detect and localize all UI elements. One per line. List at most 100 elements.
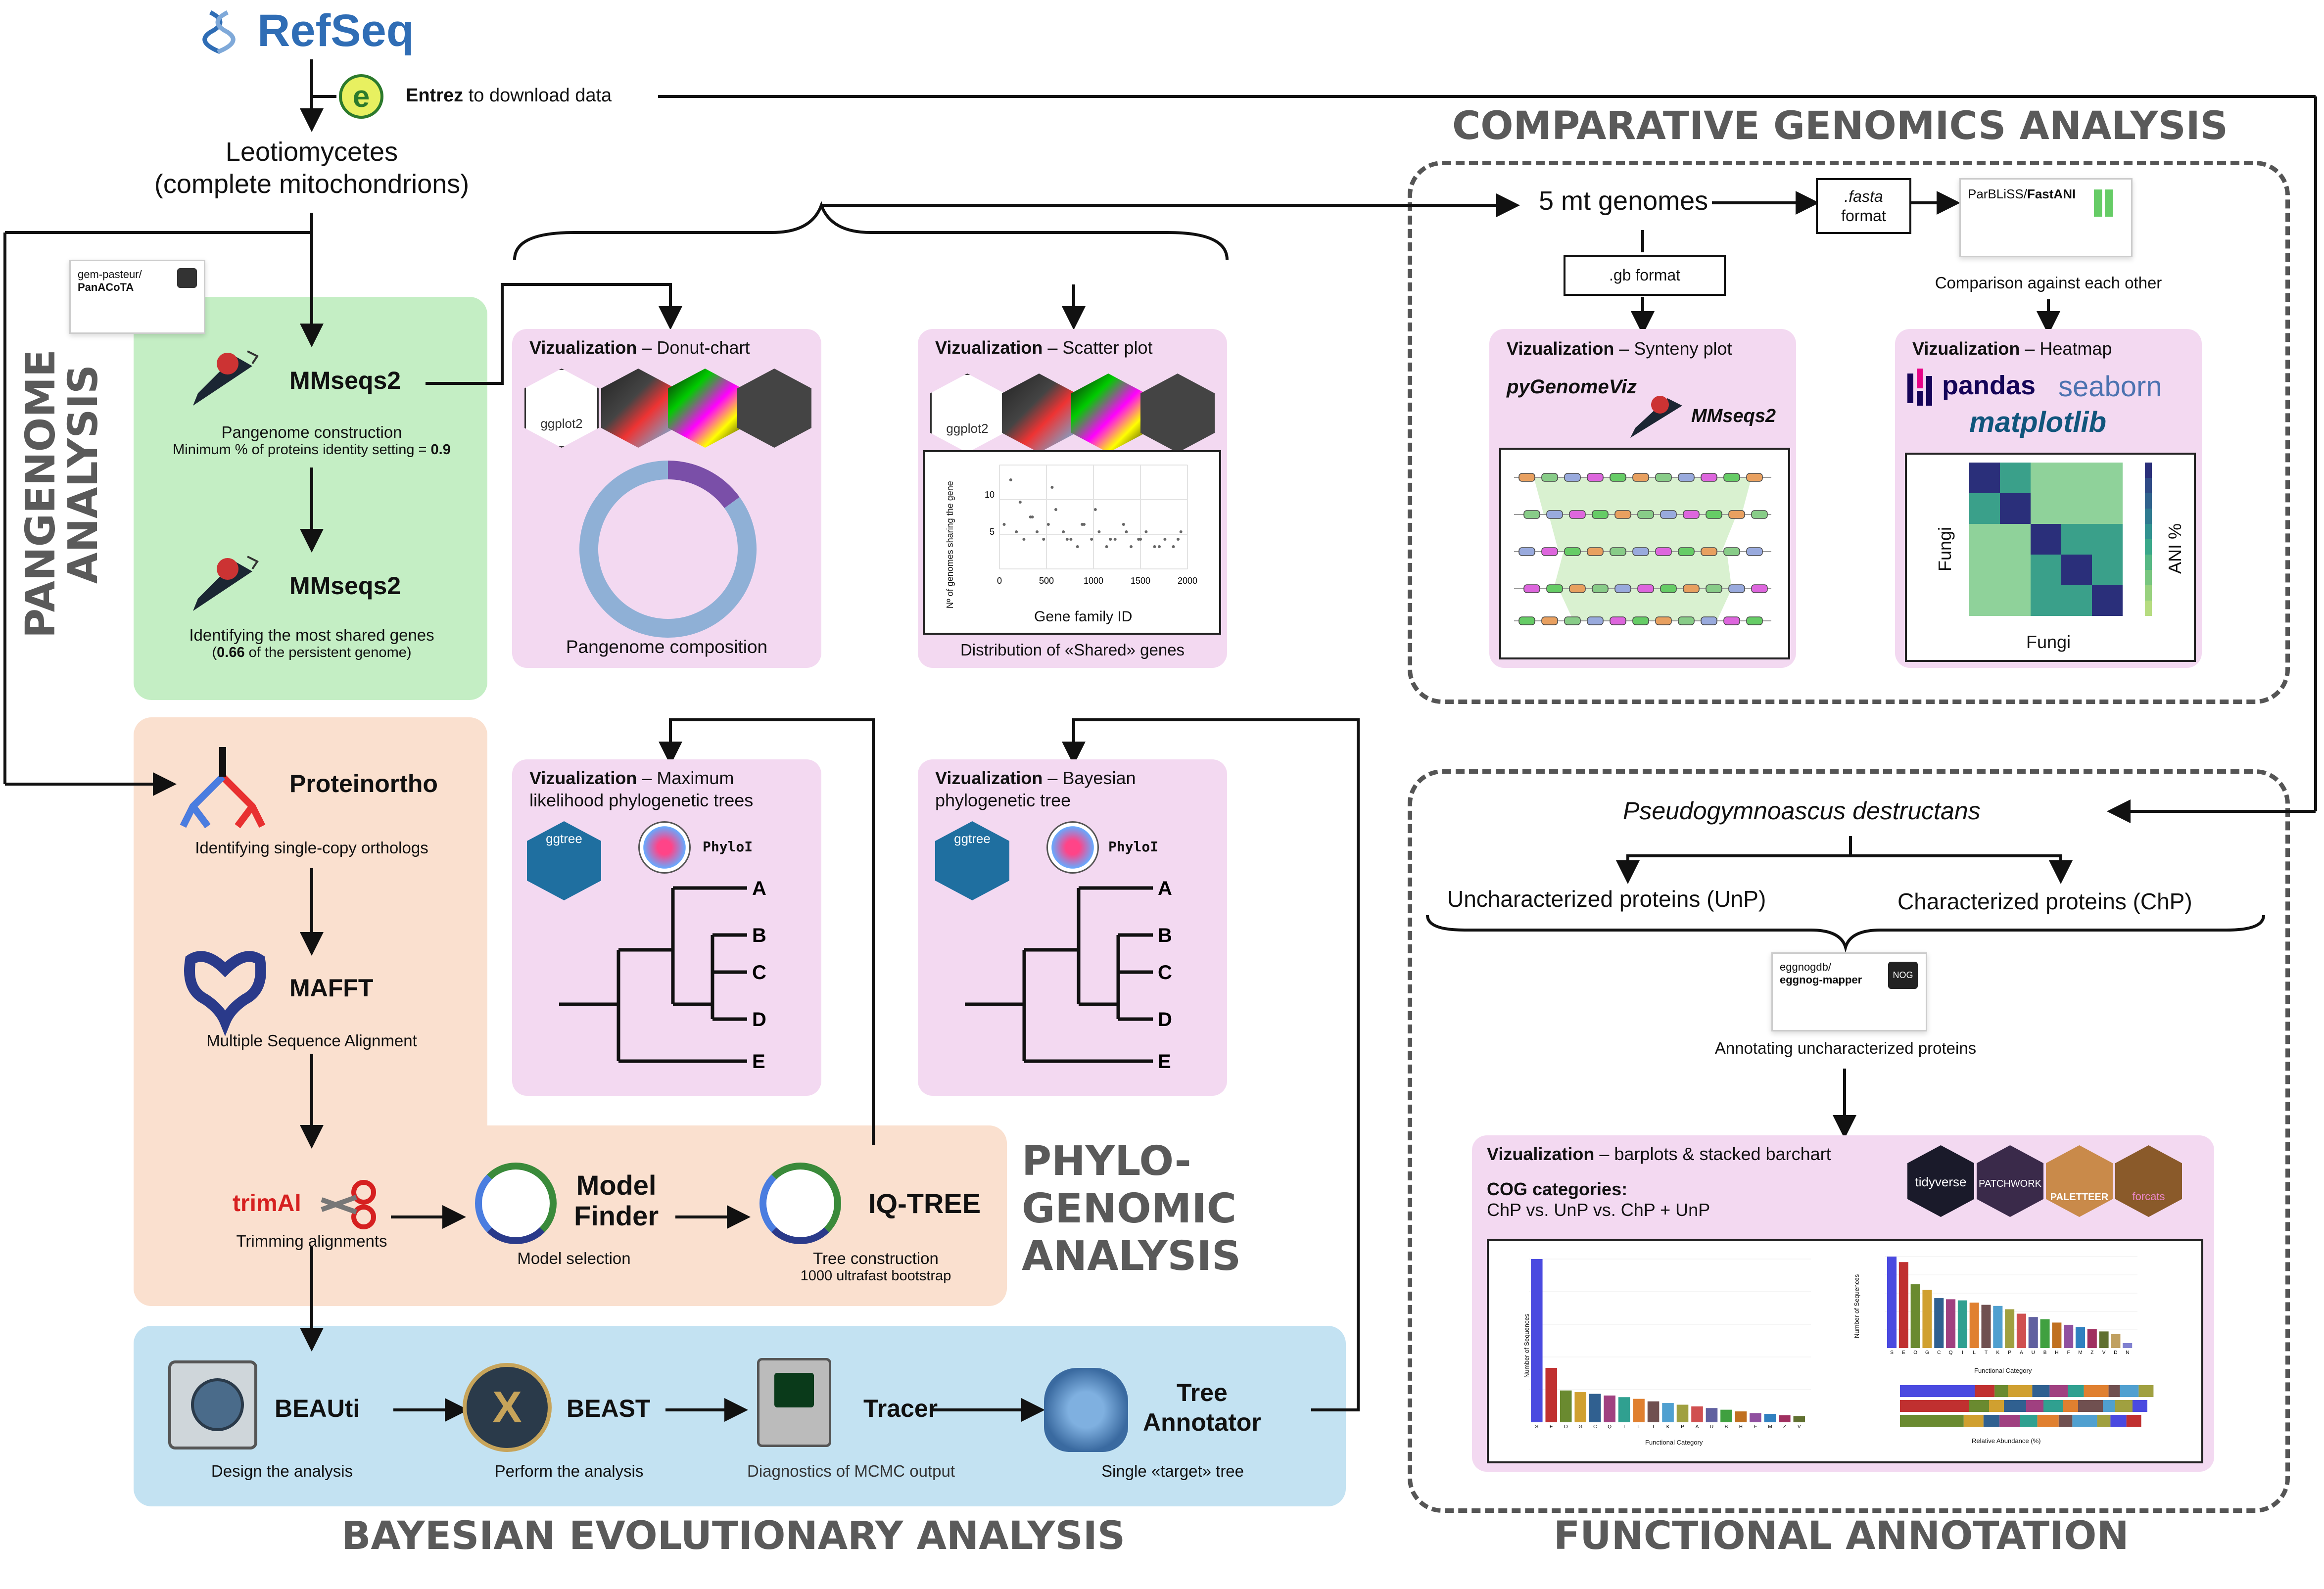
synteny-gene	[1751, 584, 1768, 593]
scatter-xtick: 0	[997, 576, 1002, 586]
cog-left-ylabel: Number of Sequences	[1523, 1313, 1530, 1378]
synteny-viz-label: Vizualization – Synteny plot	[1507, 338, 1732, 359]
scatter-ytick: 10	[985, 490, 995, 500]
panacota-repo-card[interactable]: gem-pasteur/ PanACoTA	[69, 260, 205, 334]
bar	[1750, 1413, 1761, 1422]
gb-format-box: .gb format	[1564, 255, 1726, 296]
tree-tip-label: B	[752, 925, 766, 946]
heatmap-cell	[1969, 493, 2000, 524]
scatter-point	[1144, 530, 1148, 533]
synteny-gene	[1678, 616, 1695, 625]
scatter-point	[1018, 501, 1022, 504]
scatter-point	[1062, 530, 1065, 533]
mmseqs2-rocket-icon	[188, 346, 262, 411]
bar-xtick: E	[1550, 1424, 1553, 1430]
synteny-gene	[1701, 473, 1717, 482]
heatmap-cell	[2031, 555, 2061, 585]
heatmap-cell	[2061, 493, 2092, 524]
stack-segment	[2078, 1400, 2103, 1412]
stack-segment	[1999, 1415, 2020, 1427]
scatter-point	[1065, 538, 1069, 541]
stack-segment	[2115, 1400, 2133, 1412]
bar	[2099, 1331, 2109, 1348]
stack-segment	[1969, 1400, 1989, 1412]
patchwork-hex-icon: PATCHWORK	[1977, 1145, 2043, 1217]
bar	[1633, 1399, 1645, 1422]
bar	[1764, 1414, 1776, 1422]
synteny-gene	[1592, 584, 1609, 593]
heatmap-cell	[2000, 493, 2031, 524]
bar	[1993, 1306, 2003, 1348]
cog-subtitle: ChP vs. UnP vs. ChP + UnP	[1487, 1200, 1710, 1220]
fastani-card-name: FastANI	[2027, 187, 2076, 201]
panacota-card-title: gem-pasteur/	[78, 268, 142, 280]
entrez-icon: e	[339, 74, 383, 119]
bar-xtick: Q	[1949, 1350, 1953, 1355]
beast-label: BEAST	[567, 1395, 651, 1422]
scatter-caption: Distribution of «Shared» genes	[960, 641, 1185, 659]
heatmap-cell	[2092, 585, 2123, 616]
stack-segment	[1963, 1415, 1984, 1427]
fastani-repo-card[interactable]: ParBLiSS/FastANI	[1959, 178, 2133, 257]
rainbow-hex-icon	[668, 369, 742, 448]
bar-xtick: M	[1768, 1424, 1772, 1430]
bar	[1981, 1305, 1991, 1348]
synteny-gene	[1569, 510, 1586, 519]
stack-segment	[2037, 1415, 2059, 1427]
bar	[1560, 1390, 1572, 1422]
mmseqs2-rocket-icon-3	[1628, 391, 1687, 440]
bar	[1910, 1284, 1920, 1348]
scatter-point	[1097, 530, 1101, 533]
panacota-card-name: PanACoTA	[78, 281, 134, 293]
mafft-caption: Multiple Sequence Alignment	[206, 1031, 417, 1050]
trimal-caption: Trimming alignments	[236, 1232, 387, 1250]
synteny-link	[1534, 477, 1752, 514]
bar	[2087, 1329, 2097, 1348]
bar	[2064, 1324, 2074, 1348]
synteny-gene	[1678, 473, 1695, 482]
bar	[2075, 1327, 2085, 1348]
eggnog-repo-card[interactable]: eggnogdb/ eggnog-mapper NOG	[1771, 952, 1927, 1031]
cog-stacked-barchart	[1900, 1385, 2154, 1427]
bar-xtick: P	[2008, 1350, 2011, 1355]
ml-tree-viz-label: Vizualization – Maximum likelihood phylo…	[529, 768, 754, 810]
heatmap-cell	[2031, 493, 2061, 524]
heatmap-cbar-label: ANI %	[2165, 523, 2185, 574]
bar	[1706, 1408, 1718, 1422]
heatmap-colorbar	[2145, 555, 2152, 570]
synteny-gene	[1541, 473, 1558, 482]
tree-tip-label: A	[1158, 878, 1172, 899]
synteny-gene	[1660, 510, 1677, 519]
synteny-gene	[1655, 473, 1672, 482]
treeannotator-caption: Single «target» tree	[1101, 1462, 1244, 1480]
synteny-gene	[1610, 473, 1626, 482]
heatmap-cell	[2061, 585, 2092, 616]
cog-viz-label: Vizualization – barplots & stacked barch…	[1487, 1144, 1831, 1164]
tree-tip-label: D	[752, 1009, 766, 1030]
heatmap-colorbar	[2145, 463, 2152, 478]
bar	[1545, 1368, 1558, 1422]
bar	[1887, 1257, 1897, 1348]
bar	[1735, 1411, 1747, 1422]
paletteer-hex-icon: PALETTEER	[2046, 1145, 2113, 1217]
heatmap-cell	[1969, 585, 2000, 616]
bar	[1957, 1300, 1967, 1348]
synteny-gene	[1683, 510, 1700, 519]
proteinortho-icon	[180, 747, 266, 829]
synteny-gene	[1746, 473, 1763, 482]
synteny-gene	[1587, 547, 1604, 556]
heatmap-cell	[2000, 463, 2031, 493]
stack-segment	[1900, 1415, 1964, 1427]
modelfinder-icon	[475, 1163, 557, 1244]
bar-xtick: B	[1725, 1424, 1728, 1430]
stack-segment	[2063, 1400, 2078, 1412]
scatter-xtick: 1500	[1131, 576, 1150, 586]
bar	[2111, 1334, 2121, 1348]
scatter-point	[1090, 538, 1093, 541]
bar	[1676, 1404, 1689, 1422]
heatmap-colorbar	[2145, 570, 2152, 585]
scatter-point	[1046, 523, 1050, 526]
bar-xtick: C	[1937, 1350, 1941, 1355]
scatter-point	[1130, 545, 1133, 548]
